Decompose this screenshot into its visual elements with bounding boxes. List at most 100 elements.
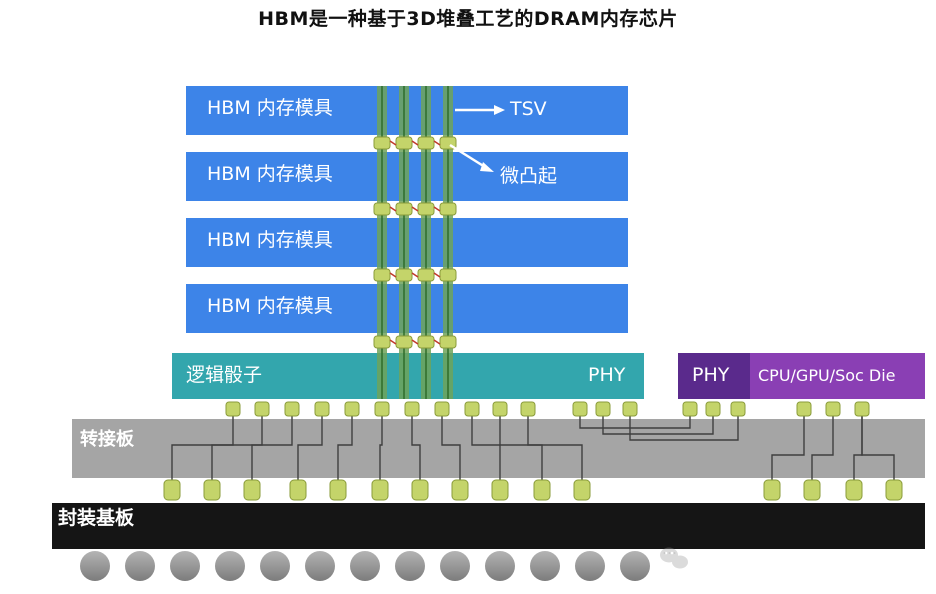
microbump-link: [433, 206, 441, 212]
c4-bump: [803, 479, 821, 501]
watermark: …: [662, 540, 677, 558]
c4-bump: [411, 479, 429, 501]
die-bump: [374, 401, 390, 417]
package-substrate: [52, 503, 925, 549]
microbump-label: 微凸起: [500, 165, 558, 187]
die-bump: [225, 401, 241, 417]
micro-bump: [417, 335, 435, 349]
c4-bump: [533, 479, 551, 501]
memory-die-label: HBM 内存模具: [207, 229, 333, 251]
interposer-label: 转接板: [80, 429, 134, 450]
micro-bump: [373, 136, 391, 150]
die-bump: [434, 401, 450, 417]
micro-bump: [395, 268, 413, 282]
micro-bump: [395, 335, 413, 349]
interposer-routing: [171, 416, 895, 480]
interposer-trace: [211, 416, 263, 480]
c4-bump: [163, 479, 181, 501]
c4-bump: [243, 479, 261, 501]
die-bump: [344, 401, 360, 417]
c4-bump: [573, 479, 591, 501]
die-bump: [464, 401, 480, 417]
die-bump: [314, 401, 330, 417]
phy-link-trace: [602, 416, 714, 435]
c4-bump: [371, 479, 389, 501]
microbump-link: [389, 206, 397, 212]
c4-bump: [845, 479, 863, 501]
processor-die-label: CPU/GPU/Soc Die: [758, 366, 896, 385]
microbump-link: [389, 272, 397, 278]
micro-bump: [417, 202, 435, 216]
micro-bump: [439, 335, 457, 349]
microbump-link: [411, 140, 419, 146]
micro-bump: [373, 335, 391, 349]
solder-ball: [125, 551, 155, 581]
memory-die-label: HBM 内存模具: [207, 295, 333, 317]
microbump-link: [411, 339, 419, 345]
die-bump: [595, 401, 611, 417]
solder-ball: [260, 551, 290, 581]
interposer-trace: [251, 416, 293, 480]
logic-die-label: 逻辑骰子: [186, 364, 263, 386]
solder-ball: [575, 551, 605, 581]
c4-bumps: [163, 479, 903, 501]
memory-die-label: HBM 内存模具: [207, 163, 333, 185]
c4-bump: [885, 479, 903, 501]
die-bump: [825, 401, 841, 417]
c4-bump: [203, 479, 221, 501]
micro-bump: [395, 136, 413, 150]
diagram-title: HBM是一种基于3D堆叠工艺的DRAM内存芯片: [258, 8, 678, 30]
c4-bump: [289, 479, 307, 501]
solder-ball: [530, 551, 560, 581]
interposer-trace: [527, 416, 583, 480]
solder-ball: [215, 551, 245, 581]
die-bump: [572, 401, 588, 417]
die-bump: [520, 401, 536, 417]
interposer-trace: [297, 416, 323, 480]
interposer-trace: [499, 416, 543, 480]
solder-ball: [395, 551, 425, 581]
die-bump: [730, 401, 746, 417]
c4-bump: [763, 479, 781, 501]
micro-bump: [373, 268, 391, 282]
microbump-link: [389, 140, 397, 146]
solder-ball: [80, 551, 110, 581]
interposer-trace: [171, 416, 234, 480]
tsv-label: TSV: [510, 98, 547, 120]
processor-trace: [771, 416, 805, 480]
interposer-trace: [411, 416, 421, 480]
die-bump: [796, 401, 812, 417]
micro-bumps: [373, 136, 457, 349]
microbump-link: [433, 272, 441, 278]
processor-trace: [861, 416, 895, 480]
die-bump: [492, 401, 508, 417]
c4-bump: [451, 479, 469, 501]
micro-bump: [417, 268, 435, 282]
micro-bump: [373, 202, 391, 216]
die-bump: [254, 401, 270, 417]
microbump-link: [433, 339, 441, 345]
solder-ball: [305, 551, 335, 581]
die-bumps: [225, 401, 870, 417]
phy-link-trace: [629, 416, 739, 441]
phy-link-trace: [579, 416, 691, 429]
logic-phy-label: PHY: [588, 364, 626, 386]
solder-ball: [350, 551, 380, 581]
substrate-label: 封装基板: [58, 507, 135, 529]
interposer: [72, 419, 925, 478]
microbump-link: [389, 339, 397, 345]
interposer-trace: [441, 416, 461, 480]
processor-phy-block: [678, 353, 750, 399]
micro-bump: [395, 202, 413, 216]
microbump-arrow: [449, 143, 494, 172]
microbump-link: [411, 206, 419, 212]
die-bump: [284, 401, 300, 417]
die-bump: [854, 401, 870, 417]
solder-ball: [170, 551, 200, 581]
interposer-trace: [471, 416, 501, 480]
solder-ball: [620, 551, 650, 581]
tsv-arrow: [455, 105, 505, 115]
die-bump: [682, 401, 698, 417]
processor-phy-label: PHY: [692, 364, 730, 386]
